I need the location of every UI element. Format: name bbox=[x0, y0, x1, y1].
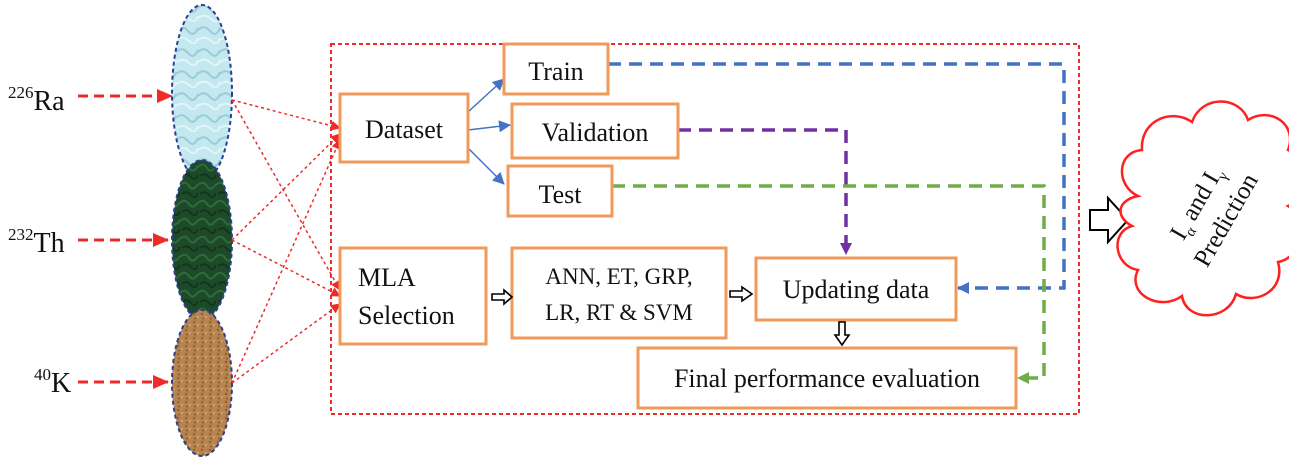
svg-text:Selection: Selection bbox=[358, 301, 455, 330]
models-box: ANN, ET, GRP, LR, RT & SVM bbox=[510, 246, 728, 340]
svg-text:Final performance evaluation: Final performance evaluation bbox=[674, 364, 980, 393]
final-evaluation-box: Final performance evaluation bbox=[636, 346, 1018, 410]
split-arrows bbox=[467, 78, 511, 185]
test-feedback-line bbox=[612, 184, 1046, 384]
train-box: Train bbox=[502, 42, 610, 96]
mla-selection-box: MLA Selection bbox=[338, 246, 488, 346]
validation-box: Validation bbox=[510, 102, 680, 160]
train-feedback-line bbox=[608, 62, 1066, 294]
sample-connection-lines bbox=[231, 99, 341, 384]
k-sample-ellipse bbox=[171, 309, 233, 457]
isotope-label-k: 40K bbox=[34, 365, 71, 399]
hollow-arrow-models-to-updating bbox=[729, 285, 754, 303]
svg-text:Updating data: Updating data bbox=[783, 275, 930, 304]
svg-text:ANN, ET, GRP,: ANN, ET, GRP, bbox=[545, 264, 692, 289]
svg-text:Validation: Validation bbox=[542, 118, 649, 147]
validation-feedback-line bbox=[678, 128, 852, 255]
svg-text:Test: Test bbox=[539, 180, 583, 209]
test-box: Test bbox=[506, 164, 614, 218]
svg-text:Dataset: Dataset bbox=[365, 115, 444, 144]
dataset-box: Dataset bbox=[338, 92, 470, 164]
isotope-label-ra: 226Ra bbox=[8, 83, 65, 117]
isotope-label-th: 232Th bbox=[8, 225, 65, 259]
prediction-cloud bbox=[1116, 100, 1289, 317]
svg-text:LR, RT & SVM: LR, RT & SVM bbox=[545, 300, 693, 325]
hollow-arrow-mla-to-models bbox=[491, 288, 514, 306]
th-sample-ellipse bbox=[171, 159, 233, 321]
prediction-arrow bbox=[1089, 195, 1130, 245]
ra-sample-ellipse bbox=[171, 4, 233, 182]
svg-text:MLA: MLA bbox=[358, 263, 416, 292]
process-boundary bbox=[330, 43, 1080, 415]
updating-data-box: Updating data bbox=[754, 256, 958, 322]
hollow-arrow-updating-to-final bbox=[833, 321, 851, 347]
svg-text:Train: Train bbox=[528, 57, 583, 86]
